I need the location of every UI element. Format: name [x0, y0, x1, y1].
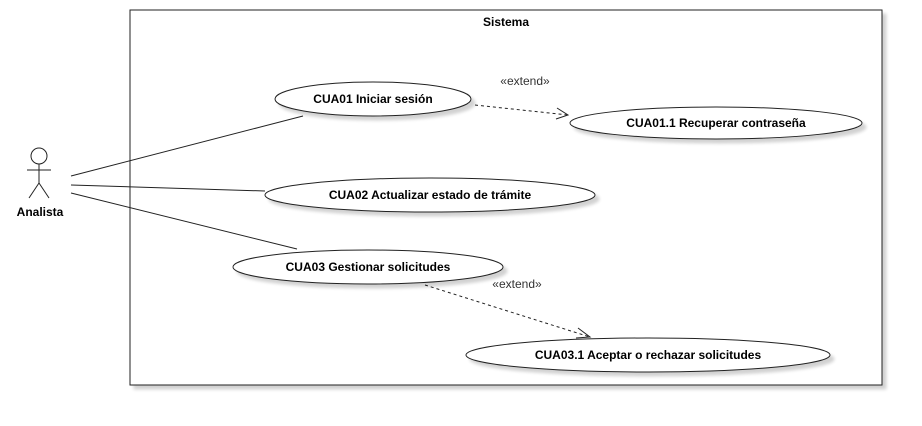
- extend-label-1: «extend»: [500, 74, 550, 88]
- association-uc02: [70, 184, 266, 192]
- use-case-cua01[interactable]: CUA01 Iniciar sesión: [274, 81, 472, 117]
- use-case-cua03-1-label: CUA03.1 Aceptar o rechazar solicitudes: [535, 348, 762, 362]
- actor-stick-figure-icon: [27, 147, 51, 199]
- use-case-cua02[interactable]: CUA02 Actualizar estado de trámite: [264, 177, 596, 213]
- use-case-cua02-label: CUA02 Actualizar estado de trámite: [329, 188, 532, 202]
- extend-relation-1[interactable]: «extend»: [474, 74, 570, 120]
- extend-label-2: «extend»: [492, 277, 542, 291]
- association-uc03: [70, 192, 298, 250]
- actor-analista[interactable]: Analista: [17, 147, 64, 219]
- use-case-cua03-1[interactable]: CUA03.1 Aceptar o rechazar solicitudes: [465, 337, 831, 373]
- use-case-cua01-label: CUA01 Iniciar sesión: [313, 92, 432, 106]
- system-title: Sistema: [483, 15, 529, 29]
- association-uc01: [70, 115, 304, 177]
- associations: [70, 115, 304, 250]
- extend-relation-2[interactable]: «extend»: [424, 277, 592, 339]
- use-case-cua03[interactable]: CUA03 Gestionar solicitudes: [232, 249, 504, 285]
- use-case-cua01-1[interactable]: CUA01.1 Recuperar contraseña: [569, 106, 863, 140]
- use-case-cua03-label: CUA03 Gestionar solicitudes: [286, 260, 451, 274]
- actor-label: Analista: [17, 205, 64, 219]
- use-case-cua01-1-label: CUA01.1 Recuperar contraseña: [626, 116, 806, 130]
